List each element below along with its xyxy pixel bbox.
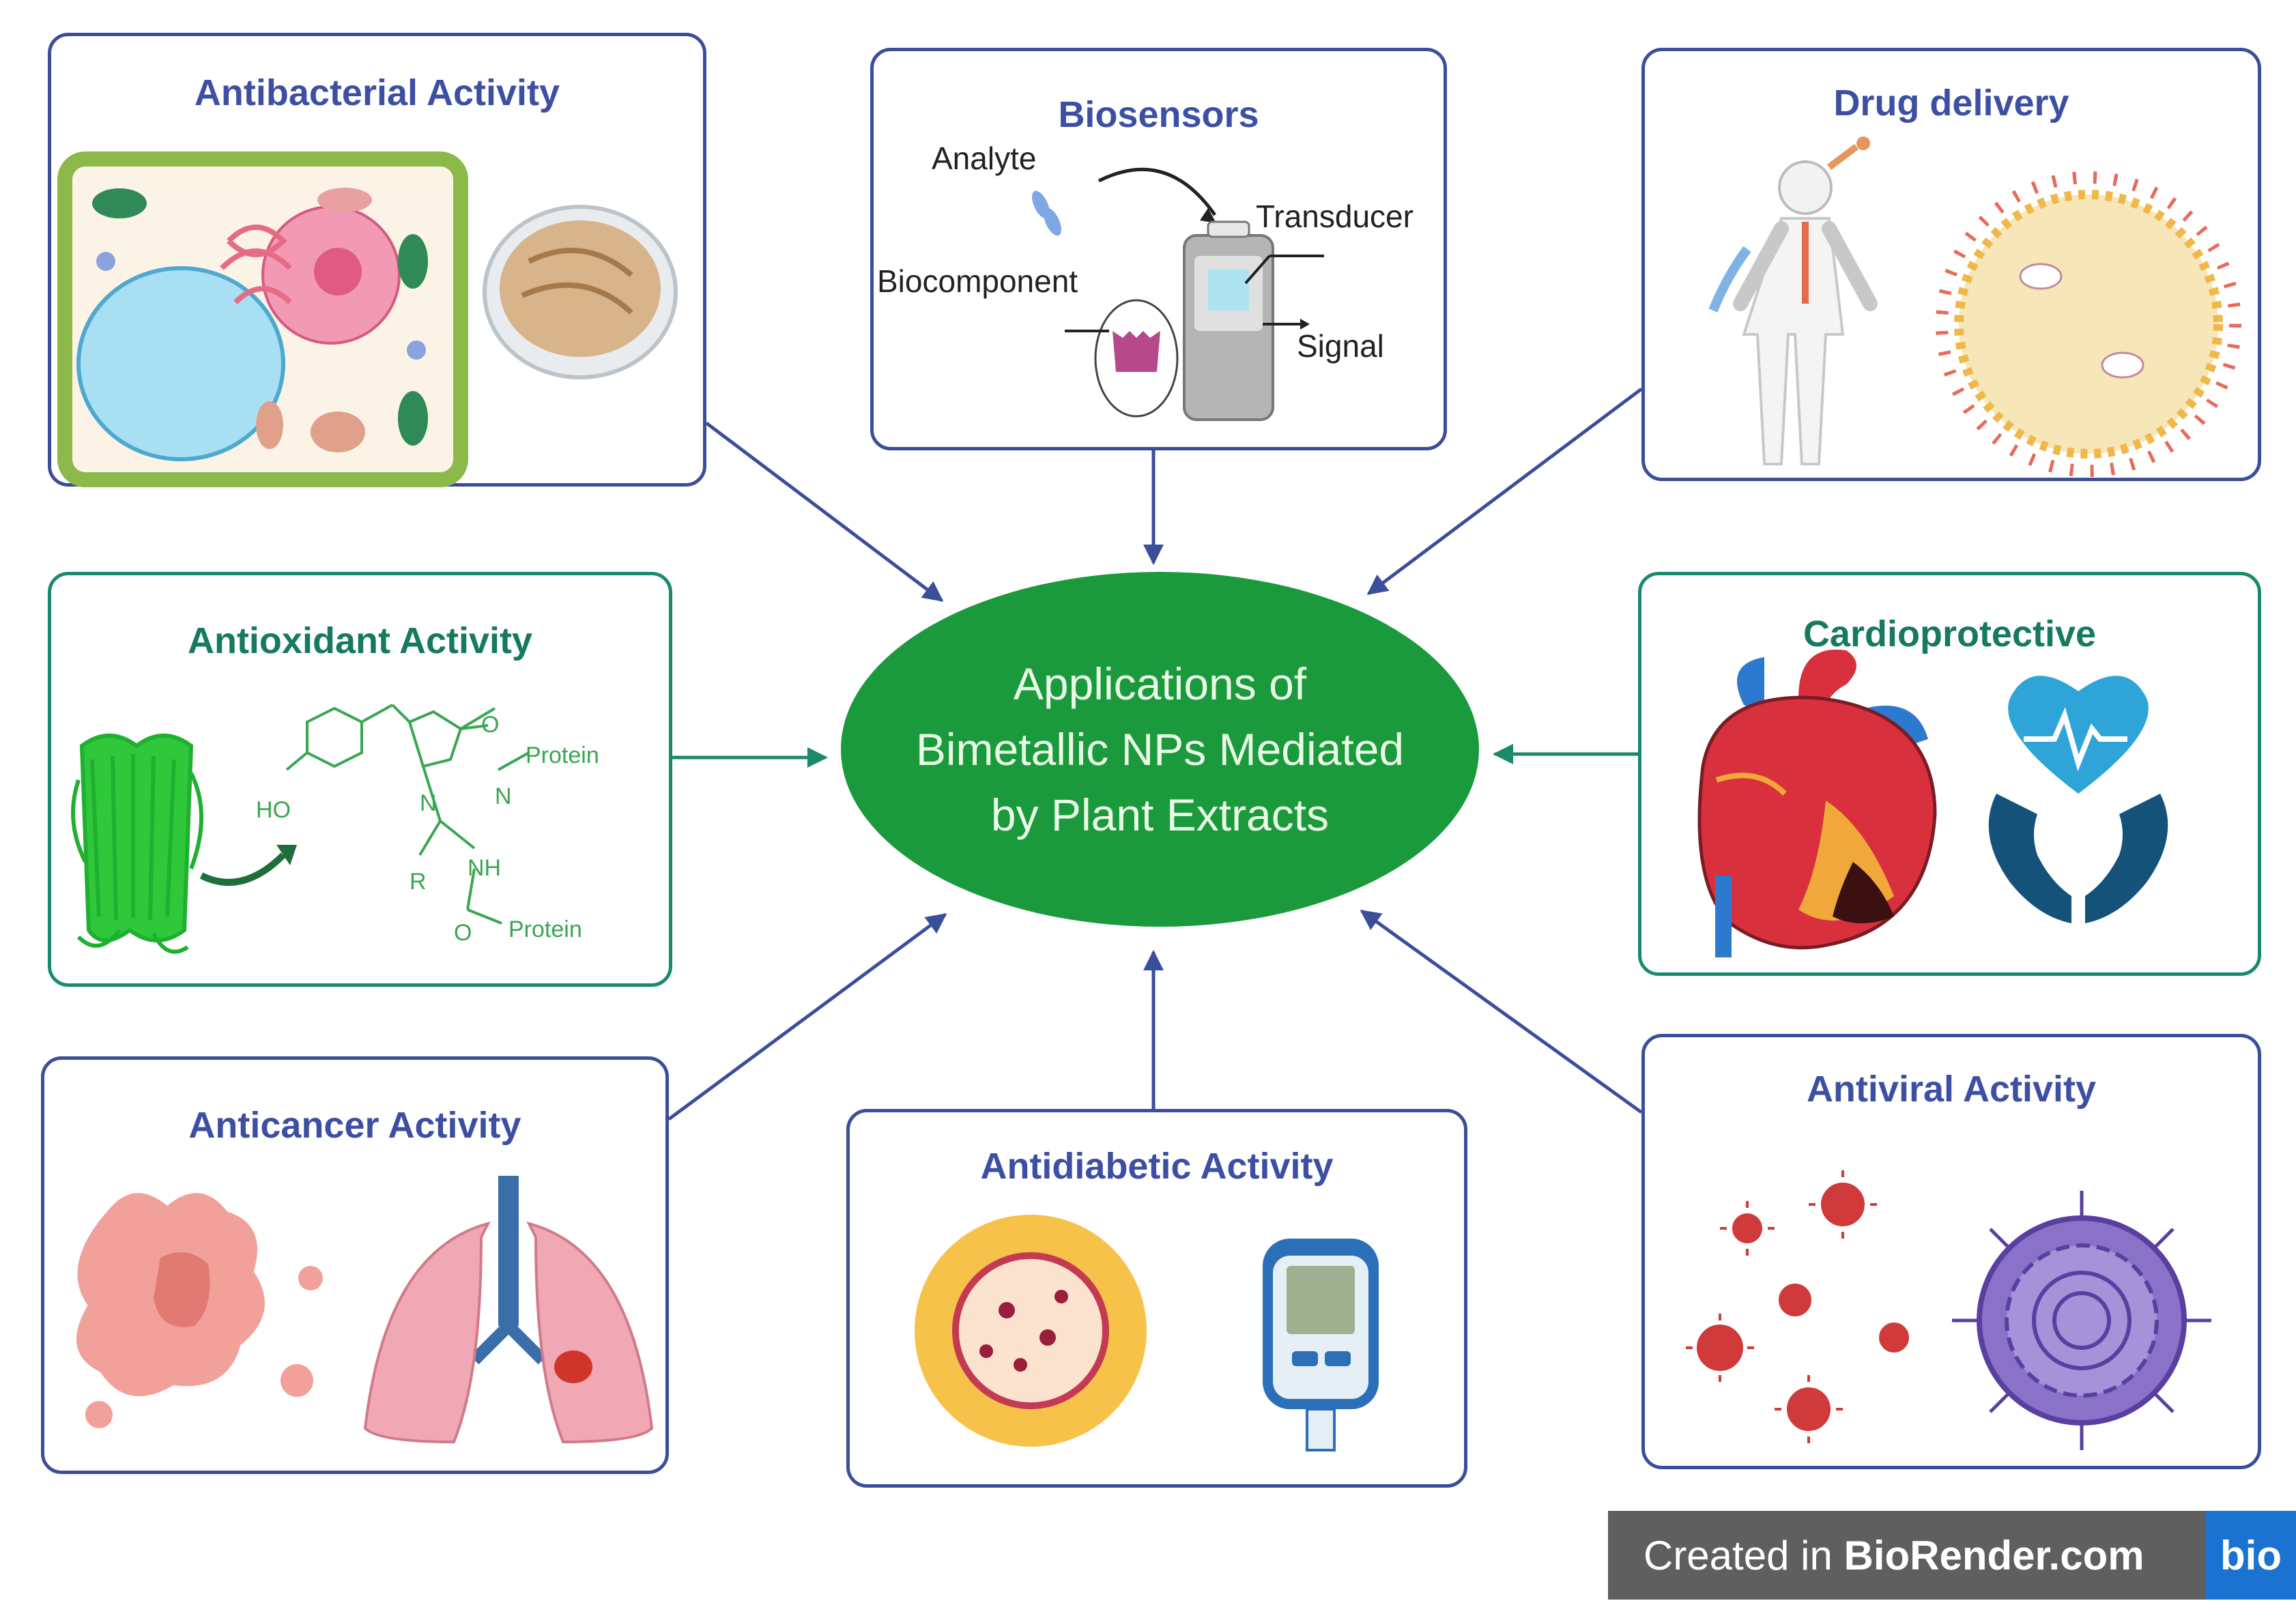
panel-title-drug-delivery: Drug delivery: [1833, 83, 2069, 124]
panel-title-biosensors: Biosensors: [1058, 94, 1259, 135]
label-biocomponent: Biocomponent: [877, 263, 1078, 299]
virus-illustration: [1686, 1170, 2211, 1450]
arrow-drug-delivery: [1366, 388, 1643, 595]
panel-title-antioxidant: Antioxidant Activity: [187, 620, 533, 661]
arrow-antibacterial: [705, 422, 944, 602]
center-text-line-2: Bimetallic NPs Mediated: [915, 724, 1405, 775]
chem-label-protein-top: Protein: [526, 742, 599, 768]
drug-delivery-illustration: [1708, 136, 2241, 477]
label-signal: Signal: [1297, 328, 1384, 364]
label-transducer: Transducer: [1256, 199, 1414, 234]
chem-label-o-bottom: O: [454, 920, 472, 946]
biorender-badge-text: Created in BioRender.com: [1608, 1532, 2206, 1579]
chem-label-ho: HO: [256, 797, 291, 823]
badge-prefix: Created in: [1644, 1532, 1844, 1578]
panel-title-antiviral: Antiviral Activity: [1806, 1069, 2097, 1110]
panel-antioxidant: Antioxidant Activity Protein HO O N N R …: [48, 572, 672, 987]
arrow-antiviral: [1360, 909, 1643, 1114]
panel-biosensors: Biosensors Analyte Transducer Biocompone…: [870, 48, 1447, 450]
panel-title-cardioprotective: Cardioprotective: [1803, 613, 2097, 654]
arrow-anticancer: [668, 912, 947, 1121]
panel-cardioprotective: Cardioprotective: [1638, 572, 2261, 976]
pancreas-glucometer-illustration: [915, 1215, 1379, 1451]
panel-anticancer: Anticancer Activity: [41, 1056, 669, 1474]
heart-illustration: [1697, 649, 2168, 957]
panel-title-antibacterial: Antibacterial Activity: [194, 72, 560, 113]
fluorescent-protein-illustration: [71, 704, 530, 954]
panel-antibacterial: Antibacterial Activity: [48, 33, 706, 487]
chem-label-r: R: [410, 869, 427, 895]
chem-label-protein-bottom: Protein: [508, 916, 582, 942]
biorender-badge[interactable]: Created in BioRender.com bio: [1608, 1511, 2296, 1600]
badge-brand: BioRender.com: [1843, 1532, 2144, 1578]
biorender-logo-icon: bio: [2206, 1511, 2296, 1600]
center-topic-ellipse: Applications of Bimetallic NPs Mediated …: [841, 572, 1479, 927]
panel-antiviral: Antiviral Activity: [1641, 1034, 2261, 1469]
label-analyte: Analyte: [932, 141, 1037, 176]
chem-label-n2: N: [495, 783, 512, 809]
panel-antidiabetic: Antidiabetic Activity: [846, 1109, 1467, 1488]
panel-title-anticancer: Anticancer Activity: [188, 1105, 521, 1146]
panel-title-antidiabetic: Antidiabetic Activity: [980, 1146, 1334, 1187]
center-text-line-1: Applications of: [1013, 659, 1307, 709]
plant-cell-illustration: [57, 151, 678, 487]
cancer-lung-illustration: [72, 1176, 654, 1444]
center-text-line-3: by Plant Extracts: [990, 790, 1330, 840]
biosensor-device-illustration: [1032, 167, 1324, 421]
panel-drug-delivery: Drug delivery: [1641, 48, 2261, 481]
